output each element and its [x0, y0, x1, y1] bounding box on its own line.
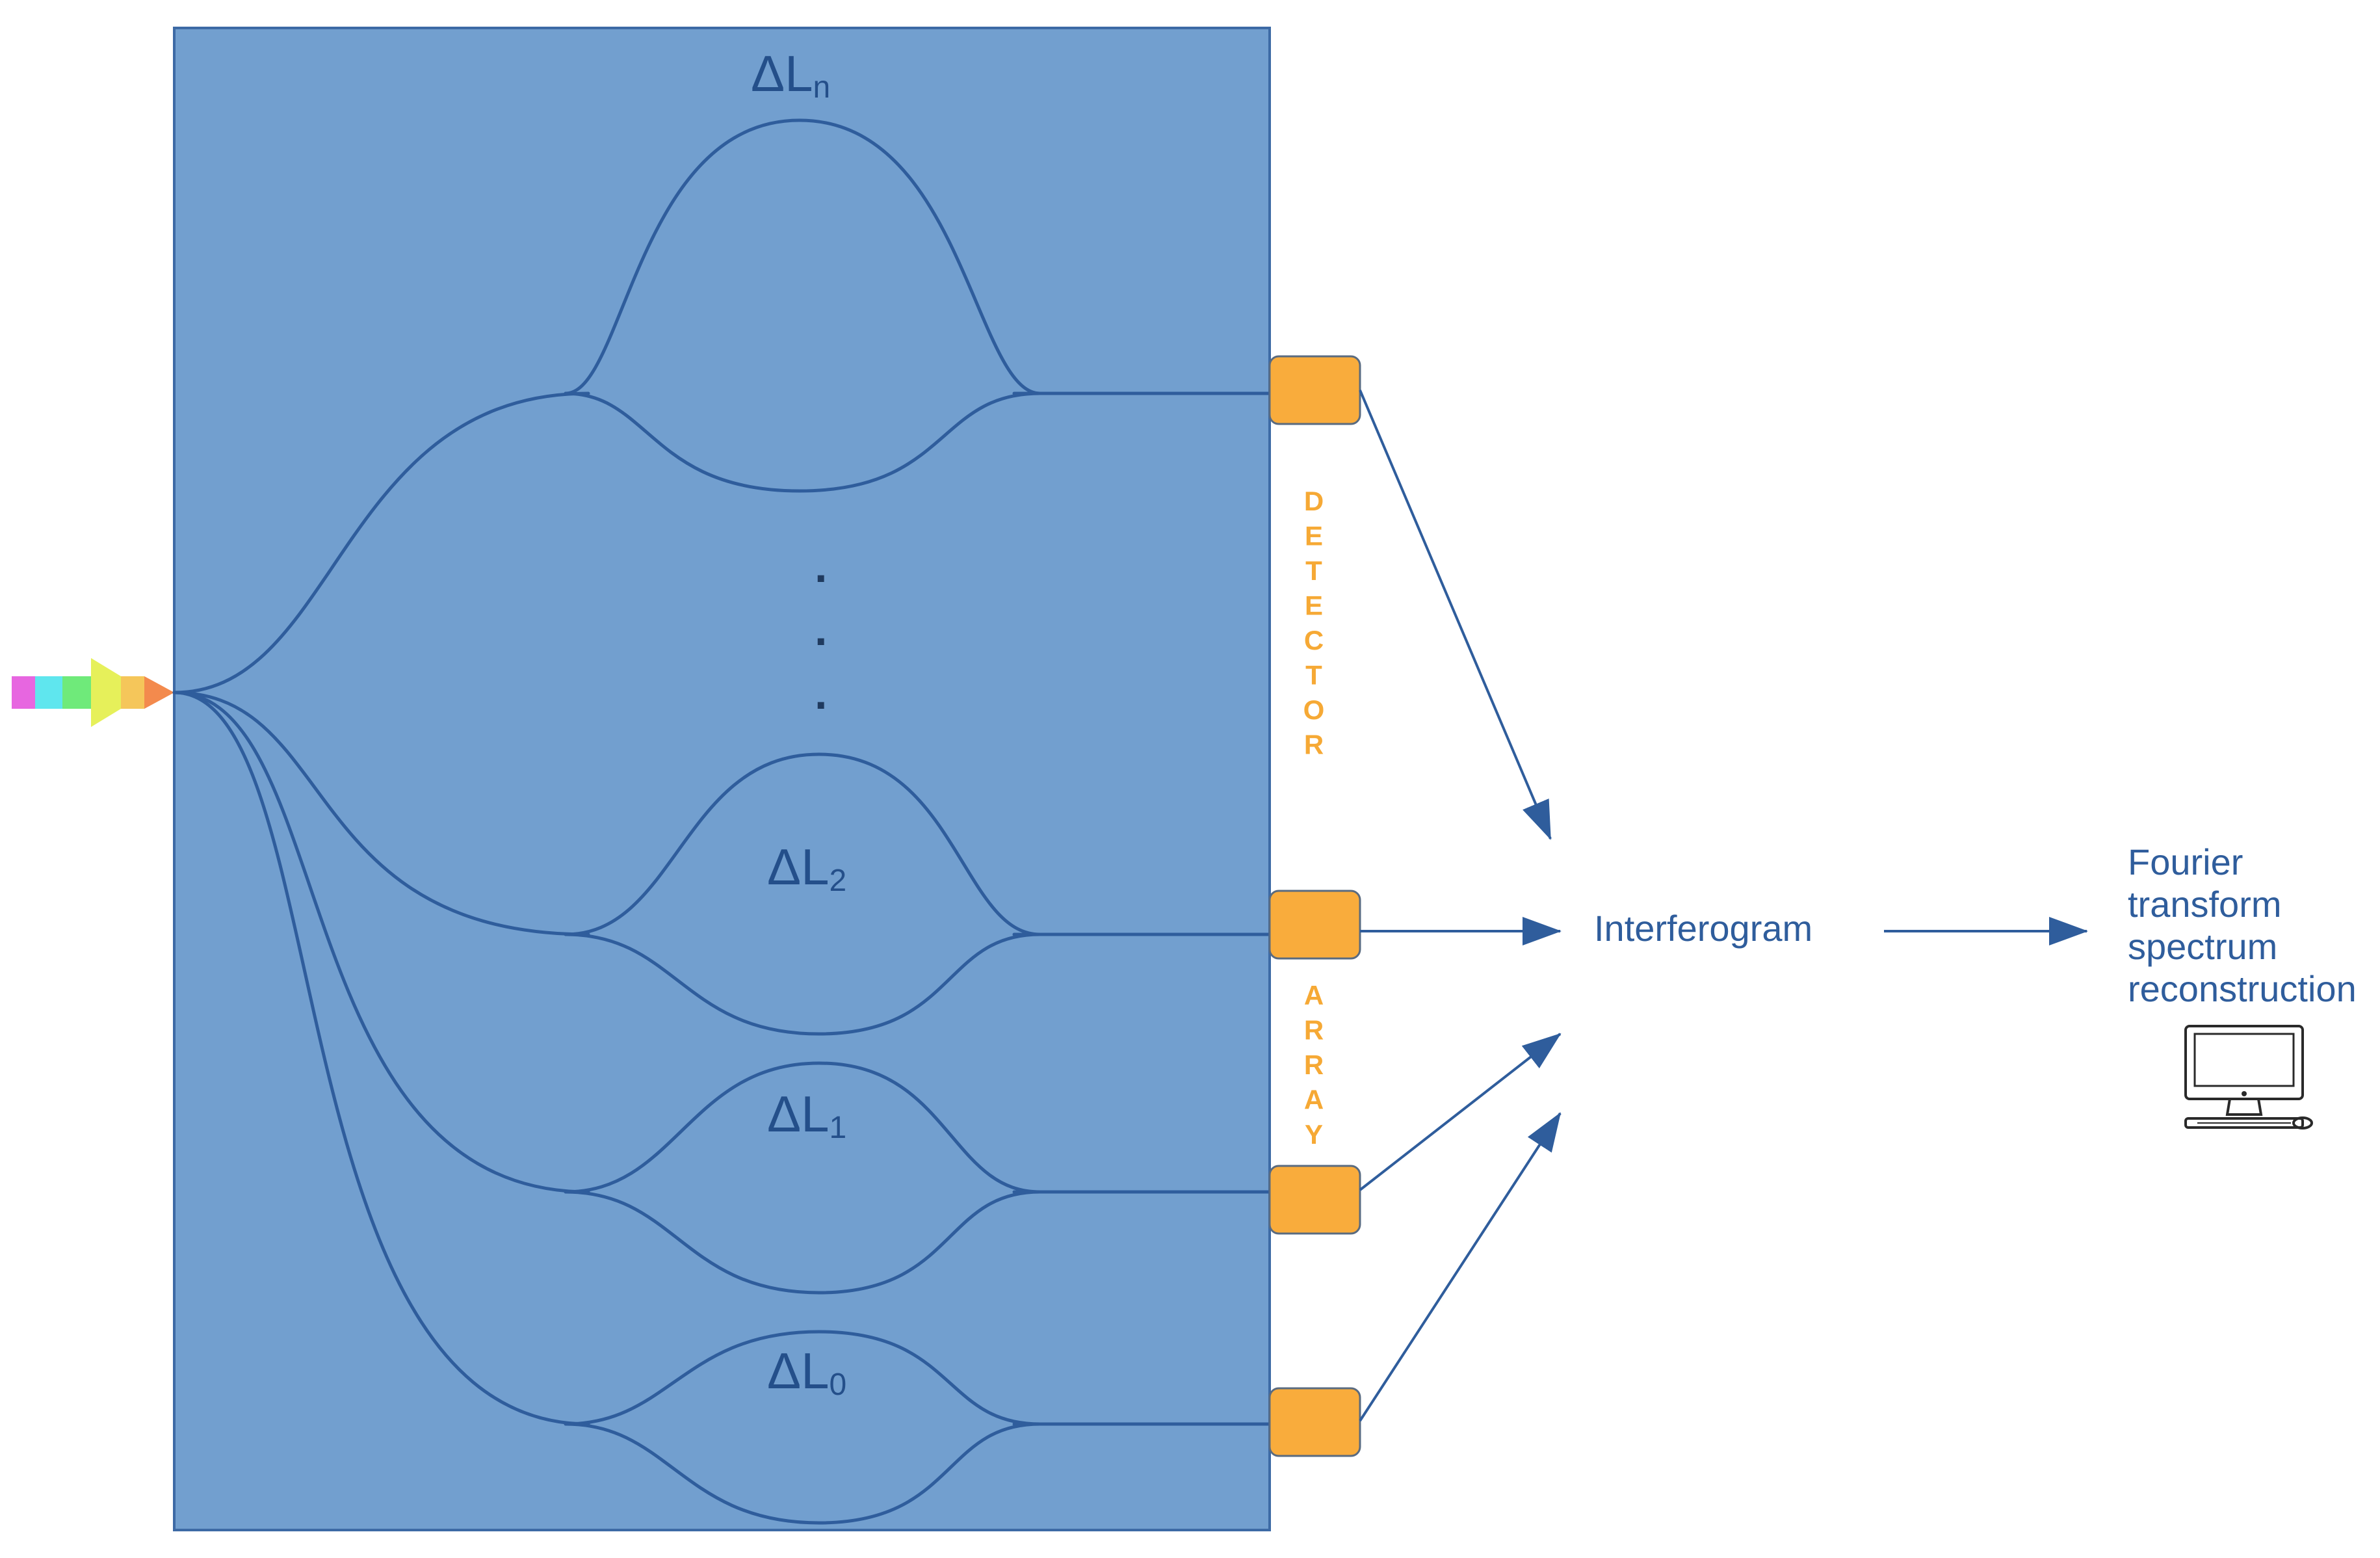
interferogram-label: Interferogram — [1594, 908, 1812, 949]
delta-l-0-label: ΔL0 — [767, 1342, 846, 1402]
array-label-letter-0: A — [1304, 980, 1324, 1010]
interferometer-2 — [564, 752, 1272, 1036]
svg-text:.: . — [815, 541, 827, 592]
array-label-letter-3: A — [1304, 1085, 1324, 1115]
detector-n — [1268, 355, 1361, 425]
detector-label-letter-2: T — [1305, 555, 1322, 586]
delta-l-2-label: ΔL2 — [767, 838, 846, 898]
detector-label-letter-0: D — [1304, 486, 1324, 516]
waveguide-network — [172, 118, 1272, 1525]
detector-label-letter-7: R — [1304, 730, 1324, 760]
svg-text:.: . — [815, 668, 827, 719]
detector-1 — [1268, 1165, 1361, 1235]
detector-label-letter-4: C — [1304, 625, 1324, 655]
fourier-label: Fourier transform spectrum reconstructio… — [2128, 841, 2357, 1009]
detector-0 — [1268, 1387, 1361, 1457]
detector-label-letter-1: E — [1305, 521, 1323, 551]
vertical-ellipsis: . . . — [815, 541, 827, 719]
interferometer-1 — [564, 1061, 1272, 1295]
delta-l-1-label: ΔL1 — [767, 1085, 846, 1145]
desktop-computer-icon — [2184, 1025, 2313, 1129]
array-label-letter-4: Y — [1305, 1119, 1323, 1150]
detector-label-letter-3: E — [1305, 590, 1323, 621]
array-label-letter-2: R — [1304, 1050, 1324, 1080]
arrow-detector-n-to-interferogram — [1359, 390, 1552, 840]
interferometer-n — [564, 118, 1272, 493]
rainbow-arrow-icon — [12, 658, 174, 727]
branch-to-2 — [172, 691, 590, 936]
delta-l-n-label: ΔLn — [751, 45, 830, 105]
branch-to-1 — [172, 691, 590, 1194]
branch-to-n — [172, 391, 590, 694]
detector-2 — [1268, 890, 1361, 960]
chip-substrate — [173, 27, 1271, 1531]
detector-label-letter-6: O — [1303, 694, 1325, 725]
branch-to-0 — [172, 691, 590, 1426]
array-label-letter-1: R — [1304, 1015, 1324, 1046]
interferometer-0 — [564, 1330, 1272, 1525]
detector-label-letter-5: T — [1305, 660, 1322, 691]
svg-text:.: . — [815, 604, 827, 655]
arrow-detector-1-to-interferogram — [1359, 1033, 1562, 1191]
arrow-detector-0-to-interferogram — [1359, 1112, 1562, 1422]
